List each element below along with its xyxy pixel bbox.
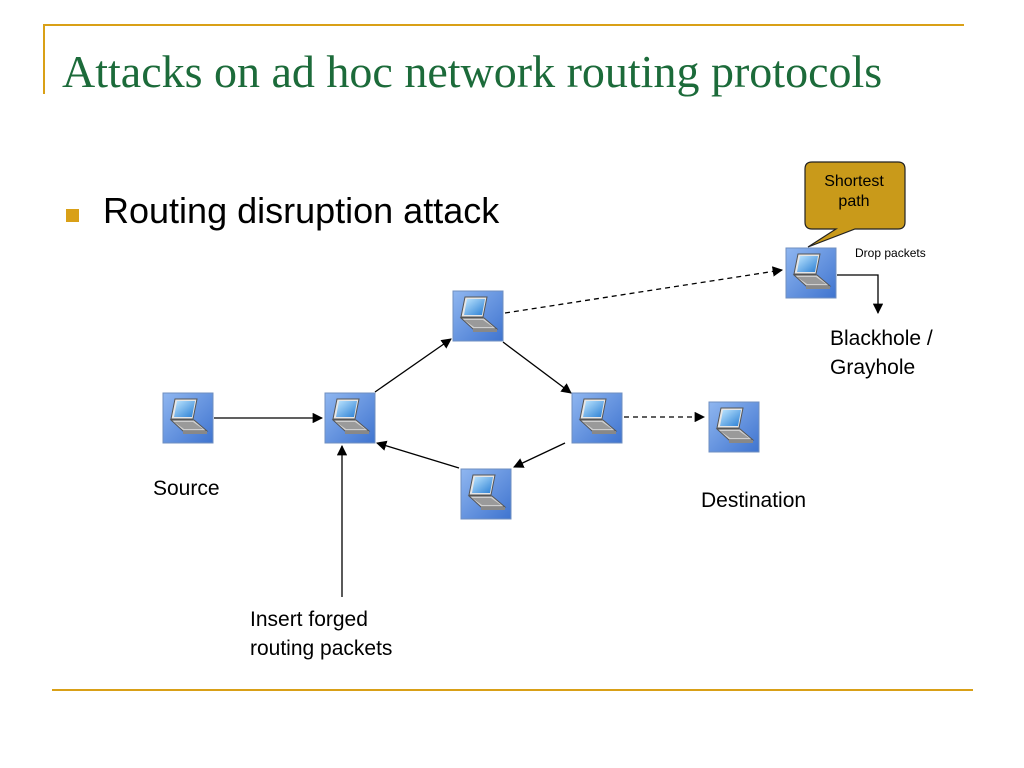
blackhole-line-1: Blackhole / bbox=[830, 327, 933, 350]
laptop-icon bbox=[785, 247, 837, 299]
edge-top-to-right bbox=[502, 341, 572, 394]
destination-label: Destination bbox=[701, 489, 807, 512]
forged-line-2: routing packets bbox=[250, 637, 393, 660]
forged-line-1: Insert forged bbox=[250, 608, 368, 631]
blackhole-label: Blackhole / Grayhole bbox=[830, 324, 933, 382]
edge-node1-to-top bbox=[374, 338, 452, 393]
bullet-marker bbox=[66, 209, 79, 222]
laptop-icon bbox=[162, 392, 214, 444]
edge-bottom-to-node1 bbox=[376, 440, 460, 469]
laptop-icon bbox=[571, 392, 623, 444]
frame-top-line bbox=[43, 24, 964, 26]
slide-title: Attacks on ad hoc network routing protoc… bbox=[62, 46, 883, 97]
callout-line-2: path bbox=[838, 193, 870, 210]
forged-packets-label: Insert forged routing packets bbox=[250, 605, 392, 663]
laptop-icon bbox=[708, 401, 760, 453]
edge-drop-packets bbox=[837, 274, 884, 315]
source-label: Source bbox=[153, 477, 220, 500]
blackhole-line-2: Grayhole bbox=[830, 356, 916, 379]
edge-top-to-attacker-dashed bbox=[504, 266, 784, 314]
laptop-icon bbox=[452, 290, 504, 342]
laptop-icon bbox=[460, 468, 512, 520]
callout-bubble bbox=[804, 161, 906, 248]
frame-left-line bbox=[43, 24, 45, 94]
callout-text: Shortest path bbox=[806, 172, 902, 212]
frame-bottom-line bbox=[52, 689, 973, 691]
laptop-icon bbox=[324, 392, 376, 444]
edge-right-to-bottom bbox=[513, 442, 566, 468]
callout-line-1: Shortest bbox=[824, 173, 884, 190]
drop-packets-label: Drop packets bbox=[855, 246, 926, 260]
bullet-text: Routing disruption attack bbox=[103, 190, 500, 231]
